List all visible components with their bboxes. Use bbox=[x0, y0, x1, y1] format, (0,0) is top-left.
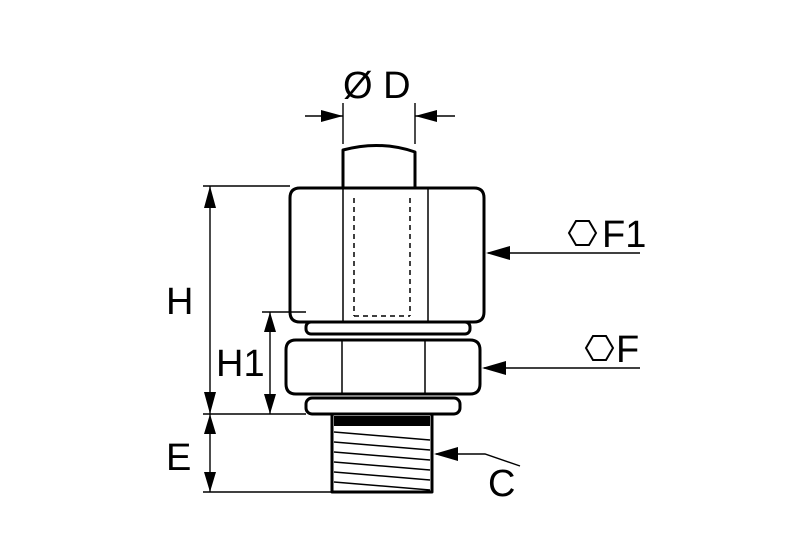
hex-upper-callout: F1 bbox=[486, 214, 646, 260]
hex-upper-label: F1 bbox=[602, 214, 646, 256]
hex-lower-label: F bbox=[616, 329, 639, 371]
thread-length-label: E bbox=[166, 437, 191, 479]
thread-label: C bbox=[488, 463, 515, 505]
threaded-shank bbox=[330, 412, 434, 494]
diameter-label: Ø D bbox=[343, 65, 411, 107]
lower-hex-body bbox=[284, 338, 482, 396]
height-nut-dimension: H1 bbox=[216, 311, 306, 414]
hex-upper-icon bbox=[567, 220, 598, 246]
height-total-label: H bbox=[166, 281, 193, 323]
seal-ring bbox=[304, 396, 462, 416]
diameter-dimension: Ø D bbox=[305, 65, 455, 144]
height-total-dimension: H bbox=[166, 185, 306, 415]
tube bbox=[341, 143, 417, 188]
hex-lower-icon bbox=[584, 335, 615, 361]
thread-callout: C bbox=[434, 447, 521, 505]
height-nut-label: H1 bbox=[216, 343, 265, 385]
middle-washer bbox=[304, 320, 472, 336]
hex-lower-callout: F bbox=[482, 329, 640, 375]
upper-hex-nut bbox=[288, 186, 486, 324]
thread-lines bbox=[333, 431, 431, 491]
thread-length-dimension: E bbox=[166, 414, 332, 493]
